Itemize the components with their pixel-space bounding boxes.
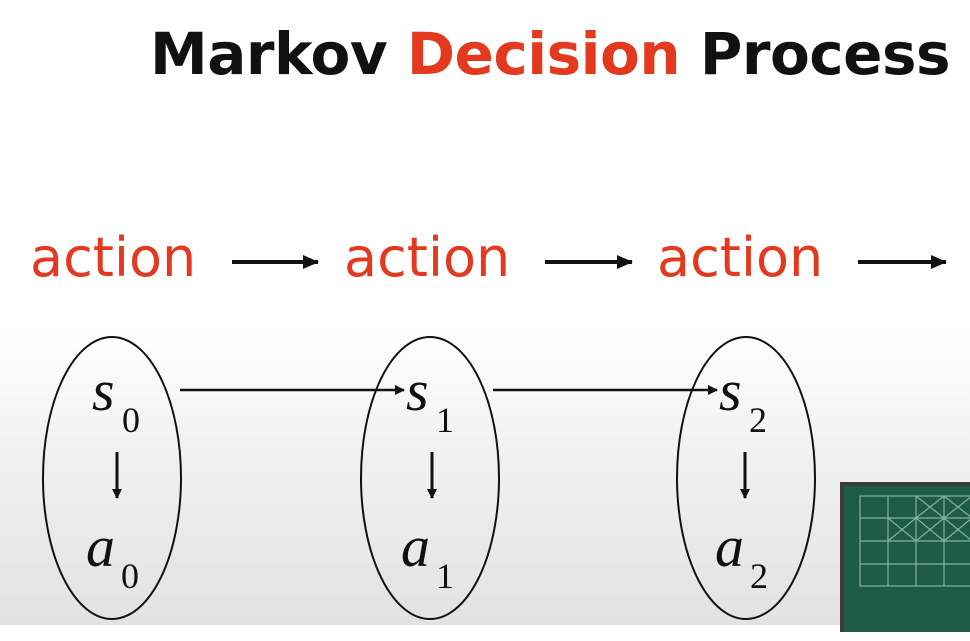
state-label-2: s: [719, 358, 742, 423]
action-var-2: a: [715, 514, 744, 579]
action-sub-1: 1: [436, 556, 454, 596]
chalkboard-grid-drawing: [859, 495, 970, 587]
title-decision: Decision: [406, 20, 681, 88]
action-label-1: action: [30, 226, 197, 289]
state-label-1: s: [406, 358, 429, 423]
action-sub-0: 0: [121, 556, 139, 596]
action-var-1: a: [401, 514, 430, 579]
action-label-2: action: [344, 226, 511, 289]
state-label-0: s: [92, 358, 115, 423]
state-sub-1: 1: [436, 400, 454, 440]
action-label-3: action: [657, 226, 824, 289]
slide-title: Markov Decision Process: [150, 14, 951, 94]
mdp-diagram: s 0 s 1 s 2 a 0 a 1 a 2: [42, 255, 947, 620]
state-node-0: [42, 336, 182, 620]
action-sub-2: 2: [750, 556, 768, 596]
action-var-0: a: [86, 514, 115, 579]
state-node-2: [676, 336, 816, 620]
video-inset-chalkboard: [840, 482, 970, 632]
state-sub-0: 0: [122, 400, 140, 440]
title-process: Process: [699, 20, 951, 88]
state-sub-2: 2: [749, 400, 767, 440]
state-node-1: [360, 336, 500, 620]
title-markov: Markov: [150, 20, 388, 88]
